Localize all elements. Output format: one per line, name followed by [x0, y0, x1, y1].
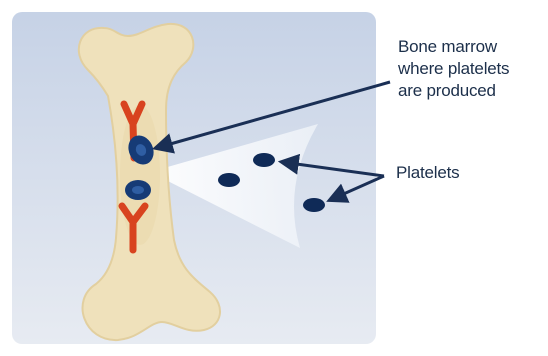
platelet-1 — [218, 173, 240, 187]
bone-marrow-label-line-1: Bone marrow — [398, 36, 548, 58]
bone-marrow-label-line-3: are produced — [398, 80, 548, 102]
marrow-cavity — [120, 105, 160, 245]
bone-marrow-label: Bone marrow where platelets are produced — [398, 36, 548, 102]
platelet-2 — [253, 153, 275, 167]
platelet-3 — [303, 198, 325, 212]
platelets-label: Platelets — [396, 162, 459, 184]
bone-marrow-label-line-2: where platelets — [398, 58, 548, 80]
